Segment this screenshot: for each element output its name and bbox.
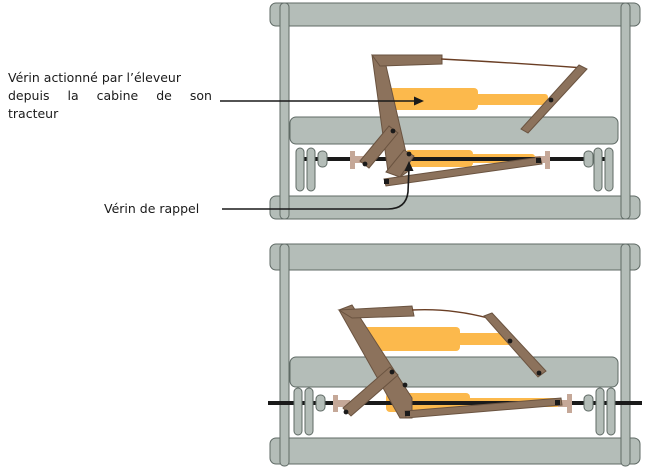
callout-arrows [220,96,424,210]
bottom-rail [269,195,641,220]
return-cylinder-callout: Vérin de rappel [104,201,200,216]
callout-word: cabine [96,88,139,103]
roller [306,147,316,192]
middle-bar [289,116,619,145]
roller [595,387,605,436]
roller [606,387,616,436]
callout-word: la [67,88,79,103]
bottom-rail [269,437,641,465]
roller [295,147,305,192]
bottom-assembly [268,243,642,467]
roller [593,147,603,192]
roller [293,387,303,436]
callout-line-2: depuis la cabine de son [8,87,212,105]
main-cylinder-callout: Vérin actionné par l’éleveur depuis la c… [8,69,212,123]
callout-line-1: Vérin actionné par l’éleveur [8,70,181,85]
shaft-collar [583,394,594,412]
callout-arrow-return [222,167,410,210]
roller [304,387,314,436]
top-rail [269,243,641,271]
main-cylinder [360,327,512,351]
middle-bar [289,356,619,388]
left-post [279,243,290,467]
top-rail [269,2,641,27]
main-cylinder [388,88,548,110]
callout-word: depuis [8,88,50,103]
shaft-collar [583,150,594,168]
linkage [359,54,588,187]
left-post [279,2,290,220]
shaft-collar [317,150,328,168]
callout-line-3: tracteur [8,106,59,121]
right-post [620,2,631,220]
callout-word: de [156,88,172,103]
bracket [333,394,572,413]
shaft-collar [315,394,326,412]
top-assembly [269,2,641,220]
linkage [337,304,563,419]
roller [604,147,614,192]
right-post [620,243,631,467]
callout-word: son [189,88,212,103]
